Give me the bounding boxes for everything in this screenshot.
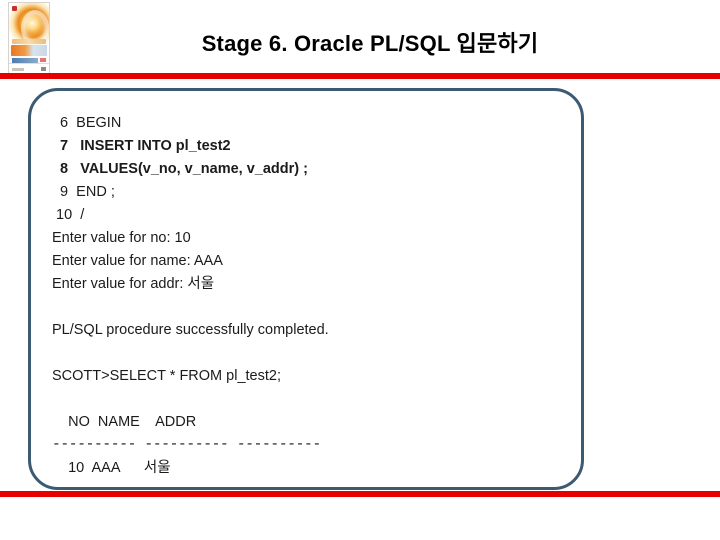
book-cover-author-band	[12, 58, 38, 63]
console-line: 10 AAA 서울	[52, 460, 171, 476]
console-line: 6 BEGIN	[52, 115, 122, 131]
footer-divider-rule	[0, 491, 720, 497]
book-cover-swirl-ring	[21, 10, 49, 46]
book-cover-corner-mark	[12, 6, 17, 11]
console-line: Enter value for name: AAA	[52, 253, 223, 269]
console-line: 7 INSERT INTO pl_test2	[52, 138, 231, 154]
console-blank-line	[52, 296, 572, 319]
book-cover-subtitle-band	[12, 39, 46, 44]
console-blank-line	[52, 388, 572, 411]
console-line: Enter value for no: 10	[52, 230, 191, 246]
console-output-panel	[28, 88, 584, 490]
book-cover-title-band	[11, 45, 47, 56]
console-line: PL/SQL procedure successfully completed.	[52, 322, 329, 338]
page-title: Stage 6. Oracle PL/SQL 입문하기	[201, 31, 539, 56]
console-line: 10 /	[52, 207, 85, 223]
console-line: NO NAME ADDR	[52, 414, 197, 430]
book-cover-badge	[40, 58, 46, 62]
console-line: Enter value for addr: 서울	[52, 276, 215, 292]
console-blank-line	[52, 342, 572, 365]
console-line: 9 END ;	[52, 184, 115, 200]
book-cover-publisher-mark	[12, 68, 24, 71]
book-cover-footer	[9, 63, 49, 73]
console-line: 8 VALUES(v_no, v_name, v_addr) ;	[52, 161, 308, 177]
header-divider-rule	[0, 73, 720, 79]
console-output-text: 6 BEGIN 7 INSERT INTO pl_test2 8 VALUES(…	[52, 112, 572, 480]
console-line: ---------- ---------- ----------	[52, 437, 321, 453]
console-line: SCOTT>SELECT * FROM pl_test2;	[52, 368, 281, 384]
book-cover-logo-mark	[41, 67, 46, 71]
oracle-book-cover-image	[8, 2, 50, 74]
